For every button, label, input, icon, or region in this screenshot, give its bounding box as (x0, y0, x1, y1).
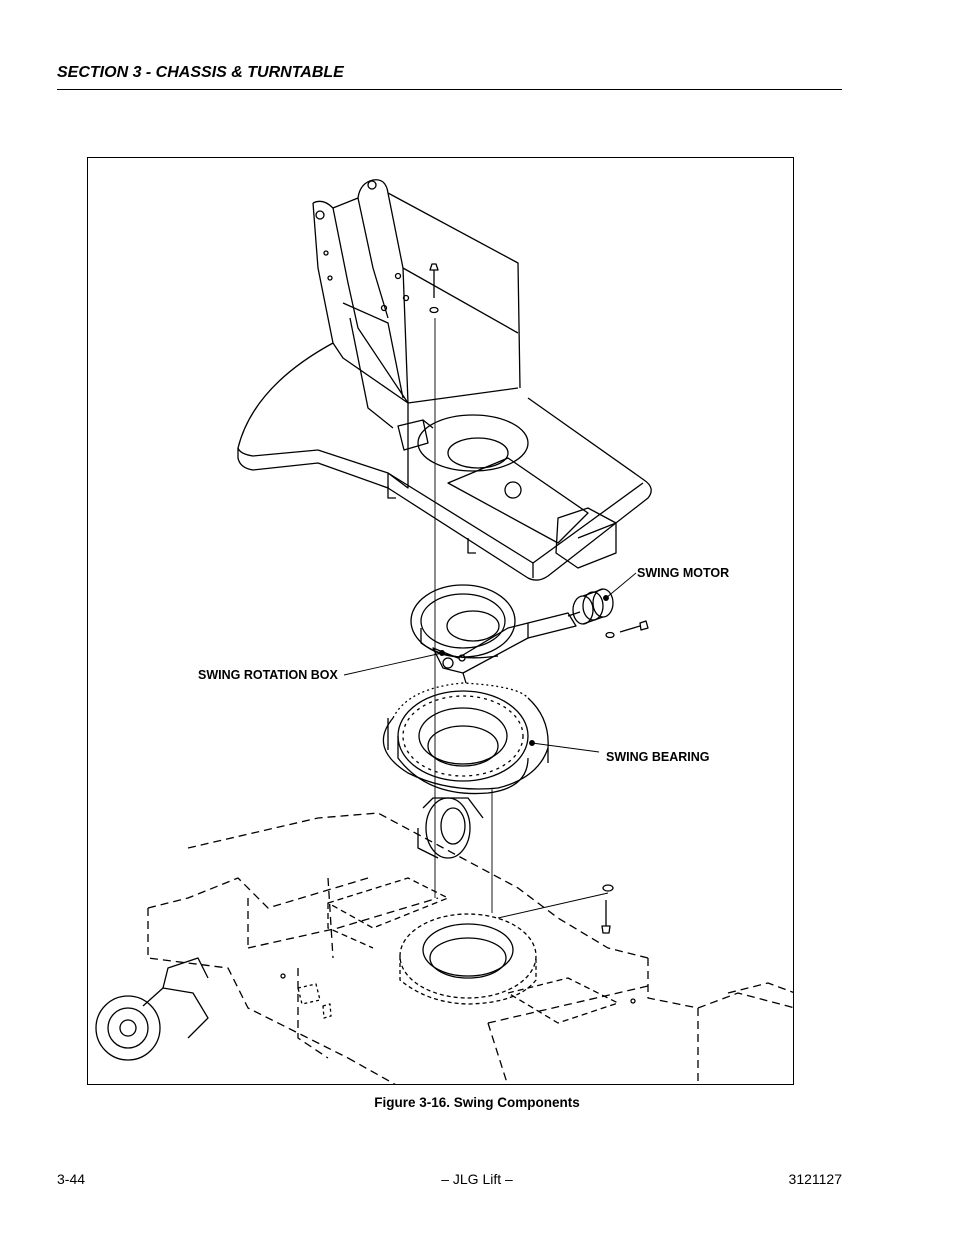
figure-caption: Figure 3-16. Swing Components (374, 1095, 580, 1110)
swing-bearing-drawing (382, 682, 549, 795)
swing-components-illustration (95, 179, 793, 1084)
document-number: 3121127 (788, 1171, 842, 1187)
page-number: 3-44 (57, 1171, 86, 1187)
section-title: SECTION 3 - CHASSIS & TURNTABLE (57, 64, 344, 81)
swing-motor-label: SWING MOTOR (637, 566, 730, 580)
leader-lines (343, 572, 637, 753)
footer-publisher: – JLG Lift – (441, 1171, 513, 1187)
swing-rotation-box-label: SWING ROTATION BOX (198, 668, 338, 682)
alignment-lines (434, 318, 609, 919)
turntable-drawing (237, 179, 652, 581)
chassis-drawing (95, 797, 793, 1084)
swing-rotation-box-drawing (410, 584, 577, 684)
swing-bearing-label: SWING BEARING (606, 750, 710, 764)
header-rule (57, 89, 842, 90)
figure-frame: SWING MOTOR SWING ROTATION BOX SWING BEA… (87, 157, 794, 1085)
swing-motor-drawing (567, 588, 649, 639)
